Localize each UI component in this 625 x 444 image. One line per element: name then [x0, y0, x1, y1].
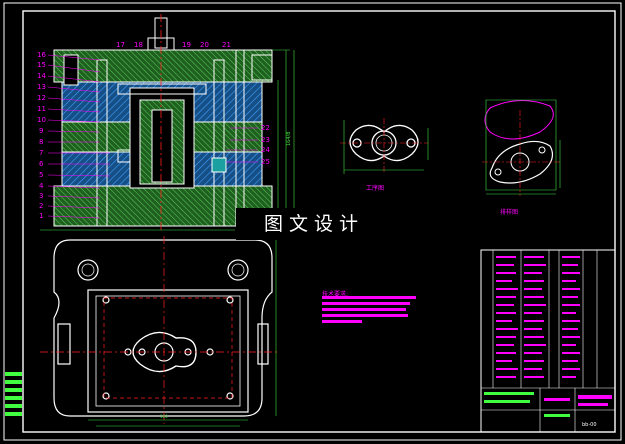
- callout-24: 24: [261, 146, 270, 154]
- leader-lines-left: [47, 54, 111, 219]
- callout-11: 11: [37, 105, 46, 113]
- callout-9: 9: [39, 127, 43, 135]
- die-section-view: [40, 14, 273, 232]
- callout-25: 25: [261, 158, 270, 166]
- callout-2: 2: [39, 202, 43, 210]
- plan-dimensions: [88, 240, 277, 427]
- dim-plate-width: 100: [160, 414, 168, 419]
- callout-12: 12: [37, 94, 46, 102]
- revision-strip: [5, 372, 22, 416]
- callout-20: 20: [200, 41, 209, 49]
- strip-layout: [484, 99, 557, 191]
- callout-10: 10: [37, 116, 46, 124]
- tech-title: 技术要求:: [322, 290, 348, 298]
- callout-14: 14: [37, 72, 46, 80]
- callouts-top: 17 18 19 20 21: [116, 41, 231, 49]
- title-block-green: [484, 392, 570, 417]
- title-code: bb-00: [582, 422, 597, 428]
- callout-16: 16: [37, 51, 46, 59]
- part-view-label: 工序图: [366, 184, 384, 192]
- outer-frame: [3, 2, 622, 441]
- callout-17: 17: [116, 41, 125, 49]
- technical-requirements: 技术要求:: [322, 290, 416, 323]
- callout-23: 23: [261, 136, 270, 144]
- callout-1: 1: [39, 212, 43, 220]
- callout-7: 7: [39, 149, 43, 157]
- strip-view-label: 排样图: [500, 208, 518, 216]
- part-dimensions: [343, 120, 429, 174]
- callout-4: 4: [39, 182, 44, 190]
- callout-8: 8: [39, 138, 43, 146]
- callout-15: 15: [37, 61, 46, 69]
- callout-18: 18: [134, 41, 143, 49]
- callout-19: 19: [182, 41, 191, 49]
- callout-21: 21: [222, 41, 231, 49]
- strip-centerlines: [482, 110, 560, 196]
- plan-centerlines: [40, 236, 280, 424]
- callout-3: 3: [39, 192, 43, 200]
- callout-6: 6: [39, 160, 44, 168]
- strip-dimensions: [486, 140, 561, 195]
- inner-frame: [22, 10, 616, 433]
- callout-5: 5: [39, 171, 43, 179]
- dim-height-label: 164/8: [286, 132, 292, 146]
- die-plan-view: [53, 239, 273, 417]
- watermark-banner: 图文设计: [236, 208, 392, 240]
- parts-list-table: [480, 249, 616, 433]
- callout-13: 13: [37, 83, 46, 91]
- callouts-left: 16 15 14 13 12 11 10 9 8 7 6 5 4 3 2 1: [37, 51, 46, 220]
- callout-22: 22: [261, 124, 270, 132]
- parts-list-rows: [496, 256, 612, 406]
- callouts-right: 22 23 24 25: [226, 124, 270, 166]
- part-centerlines: [340, 118, 428, 172]
